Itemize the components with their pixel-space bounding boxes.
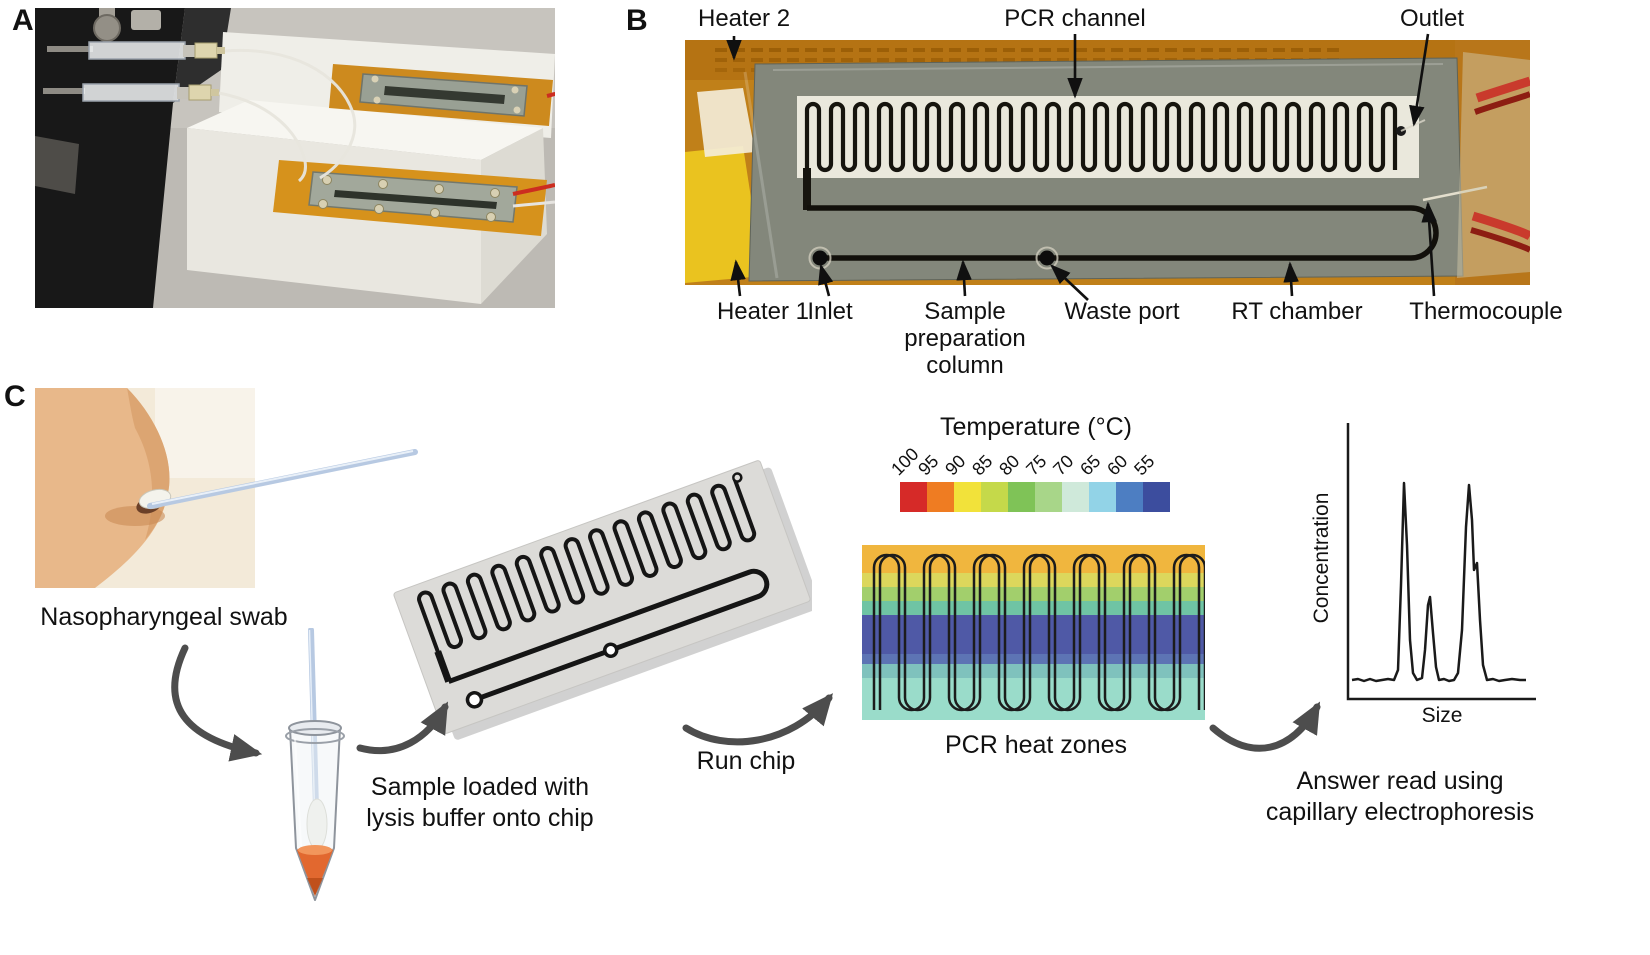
chip-outlet-port	[732, 472, 743, 483]
temp-tick: 90	[941, 450, 970, 480]
heat-zone-band	[862, 653, 1205, 664]
callout-inlet: Inlet	[807, 298, 853, 325]
face-skin	[35, 388, 170, 588]
temp-tick: 55	[1130, 450, 1159, 480]
chip-pcr-serpentine	[417, 478, 757, 655]
temperature-bar	[900, 482, 1170, 512]
pcr-serpentine-channel	[804, 101, 1398, 173]
temp-cell	[900, 482, 927, 512]
chip-body	[393, 460, 811, 734]
temp-tick: 75	[1022, 450, 1051, 480]
callout-heater-2: Heater 2	[698, 5, 791, 32]
label-nasopharyngeal-swab: Nasopharyngeal swab	[40, 603, 288, 631]
syringe-1	[47, 41, 225, 60]
instrument-body	[35, 8, 231, 308]
waste-port-hole	[1039, 250, 1055, 266]
temp-cell	[1008, 482, 1035, 512]
temp-cell	[927, 482, 954, 512]
swab-stick-in-tube	[308, 628, 319, 811]
pcr-heat-zones-image	[862, 545, 1205, 720]
callout-heater-1: Heater 1	[716, 298, 810, 325]
lysis-buffer-liquid	[297, 845, 333, 896]
callout-outlet: Outlet	[1399, 5, 1465, 32]
label-sample-loaded: Sample loaded with lysis buffer onto chi…	[366, 773, 594, 832]
chip-inlet-port	[465, 691, 484, 709]
temp-tick: 60	[1103, 450, 1132, 480]
chip-rt-channel	[447, 568, 770, 703]
callout-sample-prep-column: Sample preparation column	[904, 298, 1026, 379]
chip-assembly-front	[273, 160, 547, 236]
label-answer-read: Answer read using capillary electrophore…	[1265, 767, 1535, 826]
panel-c-label: C	[4, 380, 26, 413]
rt-chamber-channel	[807, 205, 1439, 261]
temp-cell	[981, 482, 1008, 512]
heat-zones-channels	[872, 553, 1205, 712]
temp-tick: 80	[995, 450, 1024, 480]
plot-ylabel: Concentration	[1310, 492, 1333, 624]
panel-b-label: B	[626, 4, 648, 37]
temperature-scale-title: Temperature (°C)	[940, 413, 1132, 441]
inlet-port	[812, 250, 828, 266]
temp-cell	[1062, 482, 1089, 512]
collection-tube	[285, 628, 345, 901]
temp-cell	[954, 482, 981, 512]
chip-waste-port	[602, 642, 619, 658]
electropherogram-trace	[1351, 481, 1526, 683]
label-pcr-heat-zones: PCR heat zones	[944, 731, 1128, 759]
panel-a-photo	[35, 8, 555, 308]
syringe-2	[43, 83, 219, 102]
temp-cell	[1035, 482, 1062, 512]
knob	[93, 14, 121, 42]
panel-b-photo	[685, 40, 1530, 285]
temp-tick: 65	[1076, 450, 1105, 480]
tubing	[218, 48, 357, 183]
temp-cell	[1116, 482, 1143, 512]
plot-axes	[1346, 423, 1536, 701]
temp-cell	[1089, 482, 1116, 512]
heater-1-glow	[685, 146, 763, 283]
panel-a-label: A	[12, 4, 34, 37]
plot-xlabel: Size	[1421, 704, 1463, 727]
chip-assembly-rear	[329, 64, 553, 126]
temp-tick: 85	[968, 450, 997, 480]
callout-thermocouple: Thermocouple	[1409, 298, 1563, 325]
heater-wires	[1470, 76, 1530, 253]
temp-cell	[1143, 482, 1170, 512]
chip-schematic	[393, 460, 812, 740]
arrow-swab-to-tube	[171, 644, 263, 762]
arrow-to-readout	[1209, 701, 1321, 752]
wires	[512, 92, 555, 208]
callout-pcr-channel: PCR channel	[1004, 5, 1146, 32]
plexiglass-edges	[743, 63, 1444, 279]
temp-tick: 70	[1049, 450, 1078, 480]
electropherogram-plot	[1346, 423, 1536, 701]
label-run-chip: Run chip	[696, 747, 796, 775]
callout-waste-port: Waste port	[1064, 298, 1180, 325]
callout-rt-chamber: RT chamber	[1231, 298, 1363, 325]
nose-swab-photo	[35, 388, 255, 588]
